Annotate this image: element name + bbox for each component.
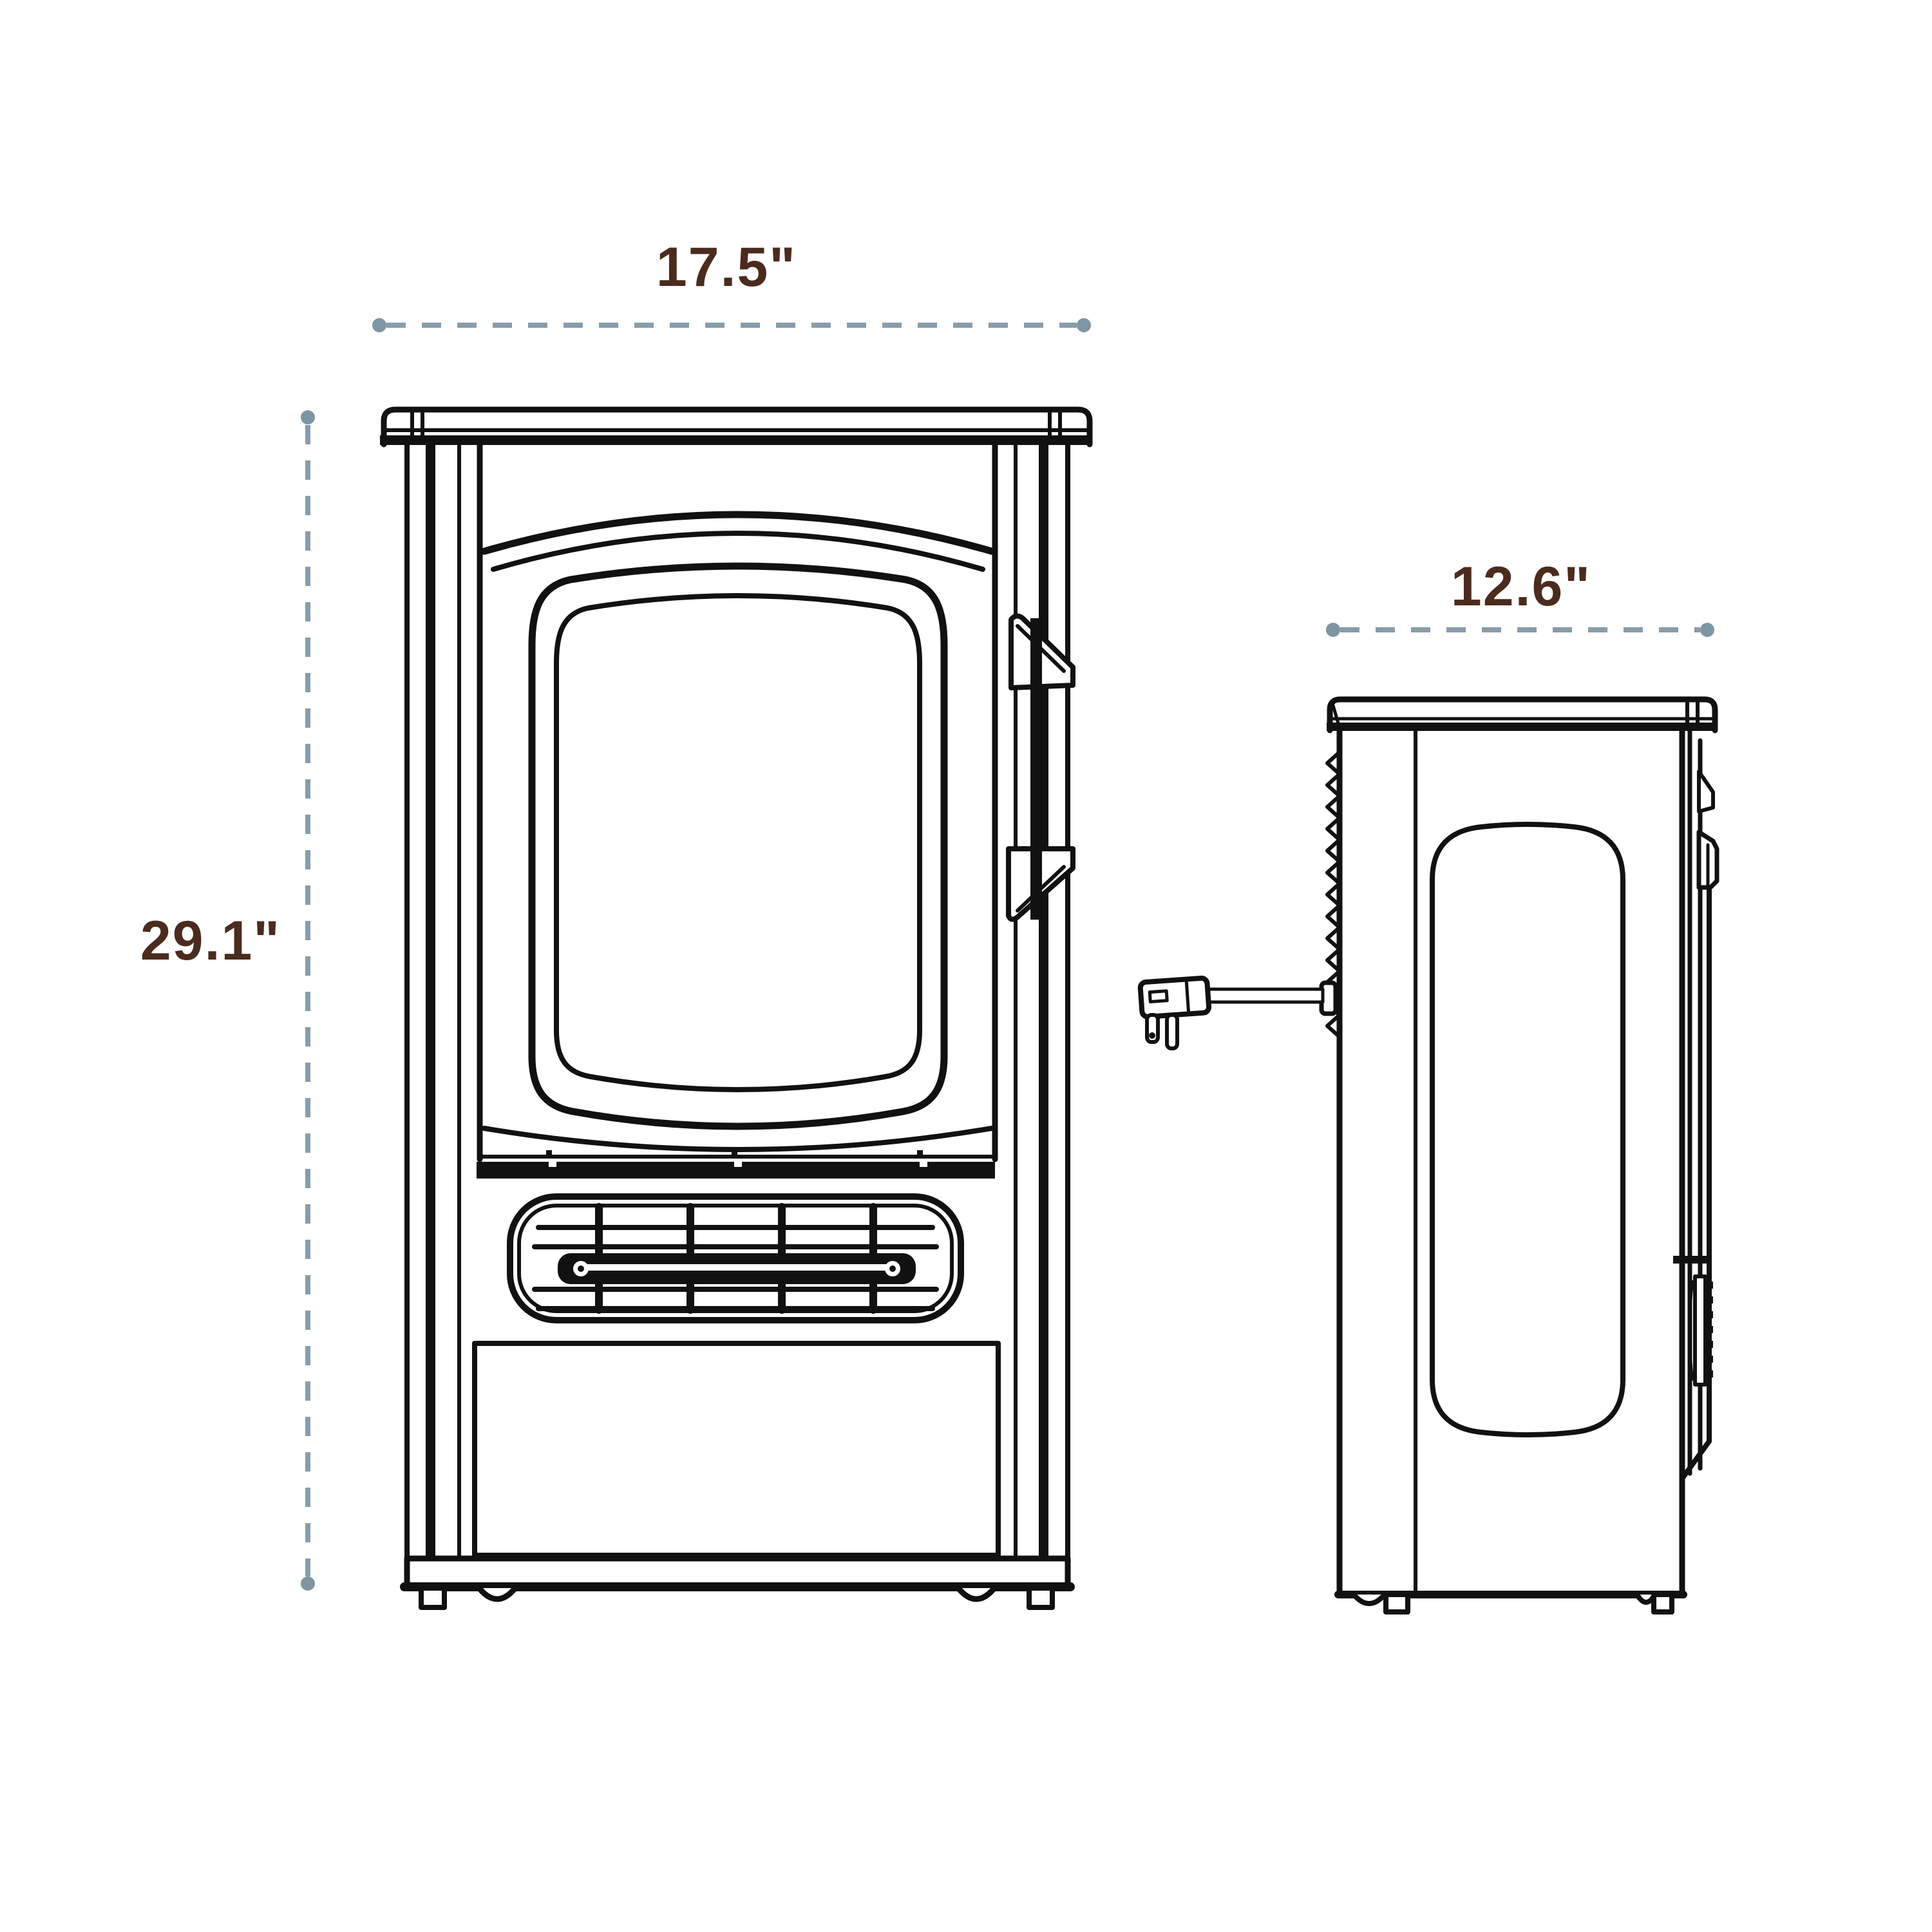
side-left-caster (1351, 1592, 1387, 1606)
power-cord (1137, 975, 1338, 1050)
front-door-arch (480, 511, 996, 572)
side-control-knob (1673, 1256, 1713, 1387)
heater-element (558, 1253, 916, 1284)
front-top-plate (380, 406, 1093, 448)
front-right-caster (955, 1585, 998, 1602)
height-dimension-dot-bottom (301, 1577, 315, 1591)
height-dimension: 29.1" (140, 410, 315, 1591)
width-dimension-dot-right (1077, 318, 1091, 332)
side-inset-panel (1430, 822, 1625, 1437)
depth-dimension-dot-left (1326, 623, 1340, 637)
front-divider-band (477, 1126, 995, 1179)
dimension-annotations: 17.5" 29.1" 12.6" (140, 236, 1714, 1591)
front-body-frame (404, 442, 1070, 1564)
width-dimension-dot-left (372, 318, 386, 332)
side-feet (1351, 1592, 1674, 1615)
side-door-edge (1673, 728, 1719, 1481)
side-body (1334, 728, 1687, 1598)
width-dimension-label: 17.5" (656, 236, 797, 298)
front-base (400, 1555, 1075, 1610)
front-lower-panel (472, 1341, 1001, 1560)
depth-dimension: 12.6" (1326, 556, 1714, 637)
front-right-foot (1027, 1586, 1055, 1610)
side-view-drawing (1137, 696, 1719, 1615)
front-heater-grille (507, 1193, 964, 1323)
depth-dimension-label: 12.6" (1451, 556, 1591, 618)
side-right-foot (1651, 1592, 1674, 1615)
front-door-window (528, 562, 948, 1130)
height-dimension-dot-top (301, 410, 315, 424)
side-top-plate (1327, 696, 1718, 734)
width-dimension: 17.5" (372, 236, 1091, 332)
depth-dimension-dot-right (1700, 623, 1714, 637)
side-left-foot (1383, 1592, 1410, 1615)
front-view-drawing (380, 406, 1093, 1610)
plug-prongs (1145, 1013, 1179, 1050)
front-left-caster (476, 1585, 518, 1602)
front-door-handle (1006, 613, 1075, 922)
height-dimension-label: 29.1" (140, 910, 281, 972)
power-plug-icon (1137, 975, 1212, 1019)
front-left-foot (419, 1586, 447, 1610)
